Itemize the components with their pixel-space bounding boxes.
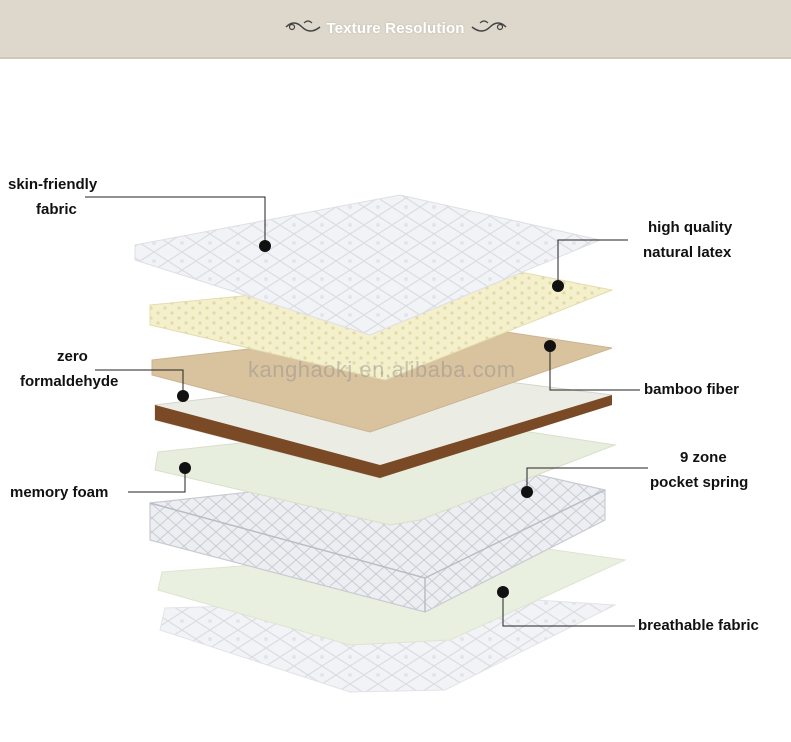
- marker-formaldehyde: [177, 390, 189, 402]
- leader-bamboo: [549, 346, 640, 391]
- leader-breathable: [502, 592, 635, 627]
- label-breathable: breathable fabric: [638, 617, 759, 634]
- marker-spring: [521, 486, 533, 498]
- label-pocket-spring: 9 zone pocket spring: [650, 449, 749, 491]
- leader-memory: [128, 468, 186, 493]
- leader-lines: [85, 196, 648, 627]
- label-latex: high quality natural latex: [643, 219, 733, 261]
- header-banner: Texture Resolution: [0, 0, 791, 59]
- leader-formaldehyde: [95, 369, 184, 396]
- label-skin-friendly: skin-friendly fabric: [8, 176, 98, 218]
- marker-skin-friendly: [259, 240, 271, 252]
- label-bamboo: bamboo fiber: [644, 381, 740, 398]
- marker-breathable: [497, 586, 509, 598]
- marker-bamboo: [544, 340, 556, 352]
- marker-memory: [179, 462, 191, 474]
- left-ornament-icon: [285, 20, 321, 32]
- marker-latex: [552, 280, 564, 292]
- leader-skin-friendly: [85, 196, 266, 246]
- right-ornament-icon: [471, 20, 507, 32]
- label-memory-foam: memory foam: [10, 484, 109, 501]
- leader-latex: [557, 239, 628, 286]
- label-formaldehyde: zero formaldehyde: [20, 348, 119, 390]
- watermark-text: kanghaokj.en.alibaba.com: [248, 357, 516, 382]
- banner-title: Texture Resolution: [326, 20, 465, 37]
- top-fabric-layer: [134, 194, 602, 336]
- leader-spring: [526, 467, 648, 492]
